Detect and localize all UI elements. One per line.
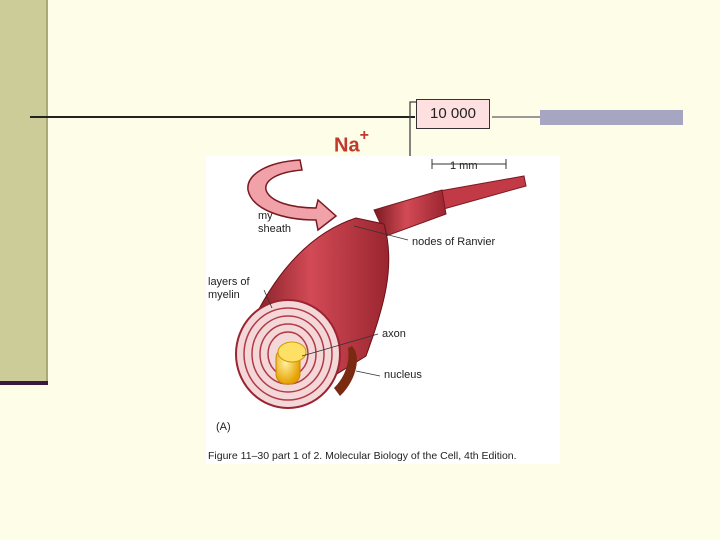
axon-label: axon	[382, 328, 406, 340]
left-bar-bottom-edge	[0, 381, 48, 385]
callout-line	[398, 100, 418, 160]
layers-label-line1: layers of	[208, 276, 250, 288]
scale-label: 1 mm	[450, 160, 478, 172]
accent-bar	[540, 110, 683, 125]
figure-caption: Figure 11–30 part 1 of 2. Molecular Biol…	[208, 450, 517, 462]
panel-label: (A)	[216, 421, 231, 433]
left-bar-border	[46, 0, 48, 384]
sodium-ion-label: Na+	[334, 131, 369, 158]
layers-label-line2: myelin	[208, 289, 240, 301]
ion-symbol: Na	[334, 135, 360, 157]
rotation-arrow-icon	[244, 158, 340, 232]
title-divider-line	[30, 116, 415, 118]
divider-connector	[492, 116, 540, 118]
ion-charge: +	[360, 127, 369, 144]
nodes-of-ranvier-label: nodes of Ranvier	[412, 236, 495, 248]
left-decorative-bar	[0, 0, 46, 384]
nucleus-label: nucleus	[384, 369, 422, 381]
value-box: 10 000	[416, 99, 490, 129]
